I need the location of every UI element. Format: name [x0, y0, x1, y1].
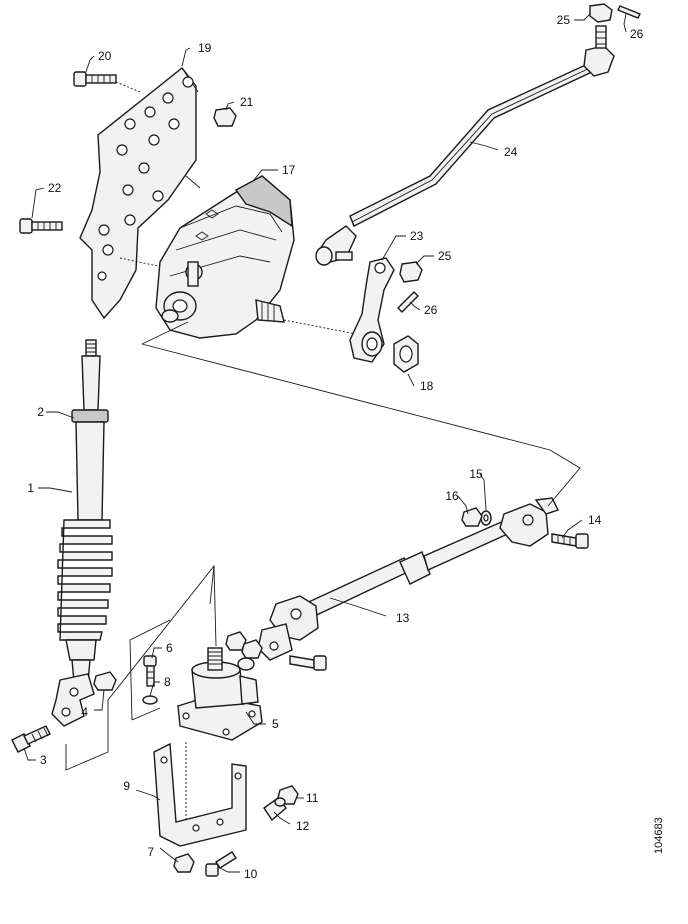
shaft-bolt-lower: [225, 631, 327, 671]
callout-17: 17: [282, 163, 296, 177]
callout-11: 11: [306, 791, 319, 805]
nut-bracket: [213, 107, 237, 127]
callout-13: 13: [396, 611, 410, 625]
callout-4: 4: [81, 705, 88, 719]
bolt-lower: [19, 218, 63, 234]
clamp-nut: [93, 671, 117, 691]
callout-10: 10: [244, 867, 258, 881]
callout-14: 14: [588, 513, 602, 527]
bracket-nut: [173, 853, 195, 873]
document-number: 104683: [653, 817, 665, 854]
washer-upper: [480, 510, 492, 526]
gearbox-washer: [142, 695, 158, 705]
cotter-pin-top: [617, 5, 641, 19]
clamp-bolt: [11, 725, 51, 753]
cotter-pin-mid: [397, 291, 419, 313]
callout-23: 23: [410, 229, 424, 243]
intermediate-shaft: [257, 497, 559, 661]
callout-15: 15: [469, 467, 483, 481]
callout-5: 5: [272, 717, 279, 731]
support-bracket: [153, 742, 247, 847]
angle-gearbox: [177, 647, 263, 741]
callout-3: 3: [40, 753, 47, 767]
callout-21: 21: [240, 95, 254, 109]
pitman-arm: [349, 257, 395, 363]
castle-nut-top: [589, 3, 613, 23]
callout-25-mid: 25: [438, 249, 452, 263]
drag-link: [315, 25, 615, 266]
callout-25-top: 25: [557, 13, 571, 27]
callout-labels: 1 2 3 4 5 6 7 8 9 10 11 12 13 14 15 16 1…: [27, 13, 643, 881]
pitman-arm-nut: [393, 335, 419, 373]
leader-lines: [23, 13, 627, 873]
assembly-lines: [65, 321, 581, 771]
callout-24: 24: [504, 145, 518, 159]
bolt-upper: [73, 71, 141, 93]
column-universal-joint: [51, 673, 95, 727]
callout-26-top: 26: [630, 27, 644, 41]
callout-8: 8: [164, 675, 171, 689]
callout-22: 22: [48, 181, 62, 195]
callout-6: 6: [166, 641, 173, 655]
gearbox-bolt: [143, 655, 157, 687]
callout-1: 1: [27, 481, 34, 495]
steering-gear-box: [155, 175, 357, 339]
callout-2: 2: [37, 405, 44, 419]
steering-column: [57, 339, 113, 683]
callout-26-mid: 26: [424, 303, 438, 317]
callout-19: 19: [198, 41, 212, 55]
callout-16: 16: [445, 489, 459, 503]
nut-upper: [461, 507, 483, 527]
callout-18: 18: [420, 379, 434, 393]
castle-nut-mid: [399, 261, 423, 283]
spacer-sleeve: [263, 797, 287, 822]
bracket-bolt: [205, 851, 237, 877]
shaft-bolt-upper: [551, 533, 589, 549]
callout-7: 7: [147, 845, 154, 859]
callout-20: 20: [98, 49, 112, 63]
callout-9: 9: [123, 779, 130, 793]
mounting-bracket-plate: [79, 67, 199, 320]
callout-12: 12: [296, 819, 310, 833]
